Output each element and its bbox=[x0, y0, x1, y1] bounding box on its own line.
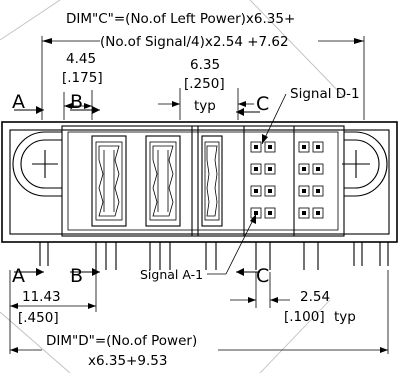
dim-445-dimension bbox=[63, 90, 93, 120]
formula-c-line1: DIM"C"=(No.of Left Power)x6.35+ bbox=[66, 11, 295, 27]
section-c-top-marker bbox=[236, 108, 260, 116]
dim-d-dimension bbox=[10, 270, 389, 354]
signal-d1-label: Signal D-1 bbox=[290, 86, 360, 102]
dim-635-typ: typ bbox=[194, 98, 216, 114]
terminal-pins bbox=[39, 242, 389, 270]
formula-c-line2: (No.of Signal/4)x2.54 +7.62 bbox=[100, 34, 289, 50]
power-contact-2 bbox=[145, 135, 181, 227]
right-guide-post bbox=[342, 131, 388, 197]
left-guide-post bbox=[12, 131, 62, 197]
signal-a1-label: Signal A-1 bbox=[140, 267, 203, 282]
dim-c-dimension bbox=[41, 36, 365, 120]
section-b-top: B bbox=[70, 91, 83, 113]
dim-635-mm: 6.35 bbox=[190, 57, 220, 73]
dim-1143-dimension bbox=[9, 270, 97, 354]
section-b-top-marker bbox=[70, 106, 100, 114]
power-contact-1 bbox=[91, 135, 127, 227]
dim-254-mm: 2.54 bbox=[300, 289, 330, 305]
section-c-top: C bbox=[256, 93, 269, 115]
section-a-top-marker bbox=[14, 106, 44, 114]
section-a-bottom-marker bbox=[14, 268, 44, 276]
construction-lines bbox=[0, 0, 346, 373]
signal-pin-grid bbox=[250, 141, 324, 219]
dim-1143-inch: [.450] bbox=[18, 310, 59, 326]
formula-d-line2: x6.35+9.53 bbox=[88, 353, 167, 369]
signal-a1-leader bbox=[207, 213, 257, 275]
dim-445-mm: 4.45 bbox=[66, 51, 96, 67]
section-a-top: A bbox=[12, 91, 25, 113]
signal-d1-leader bbox=[261, 93, 287, 145]
power-contact-3 bbox=[201, 135, 223, 227]
section-a-bottom: A bbox=[12, 265, 25, 287]
dim-254-dimension bbox=[230, 272, 290, 308]
formula-d-line1: DIM"D"=(No.of Power) bbox=[46, 333, 197, 349]
dim-635-dimension bbox=[158, 88, 254, 120]
dim-445-inch: [.175] bbox=[62, 70, 103, 86]
connector-body bbox=[1, 121, 398, 243]
dim-254-typ: typ bbox=[334, 309, 356, 325]
dim-1143-mm: 11.43 bbox=[22, 289, 61, 305]
dim-635-inch: [.250] bbox=[184, 76, 225, 92]
section-b-bottom: B bbox=[70, 265, 83, 287]
section-c-bottom: C bbox=[256, 265, 269, 287]
dim-254-inch: [.100] bbox=[284, 309, 325, 325]
